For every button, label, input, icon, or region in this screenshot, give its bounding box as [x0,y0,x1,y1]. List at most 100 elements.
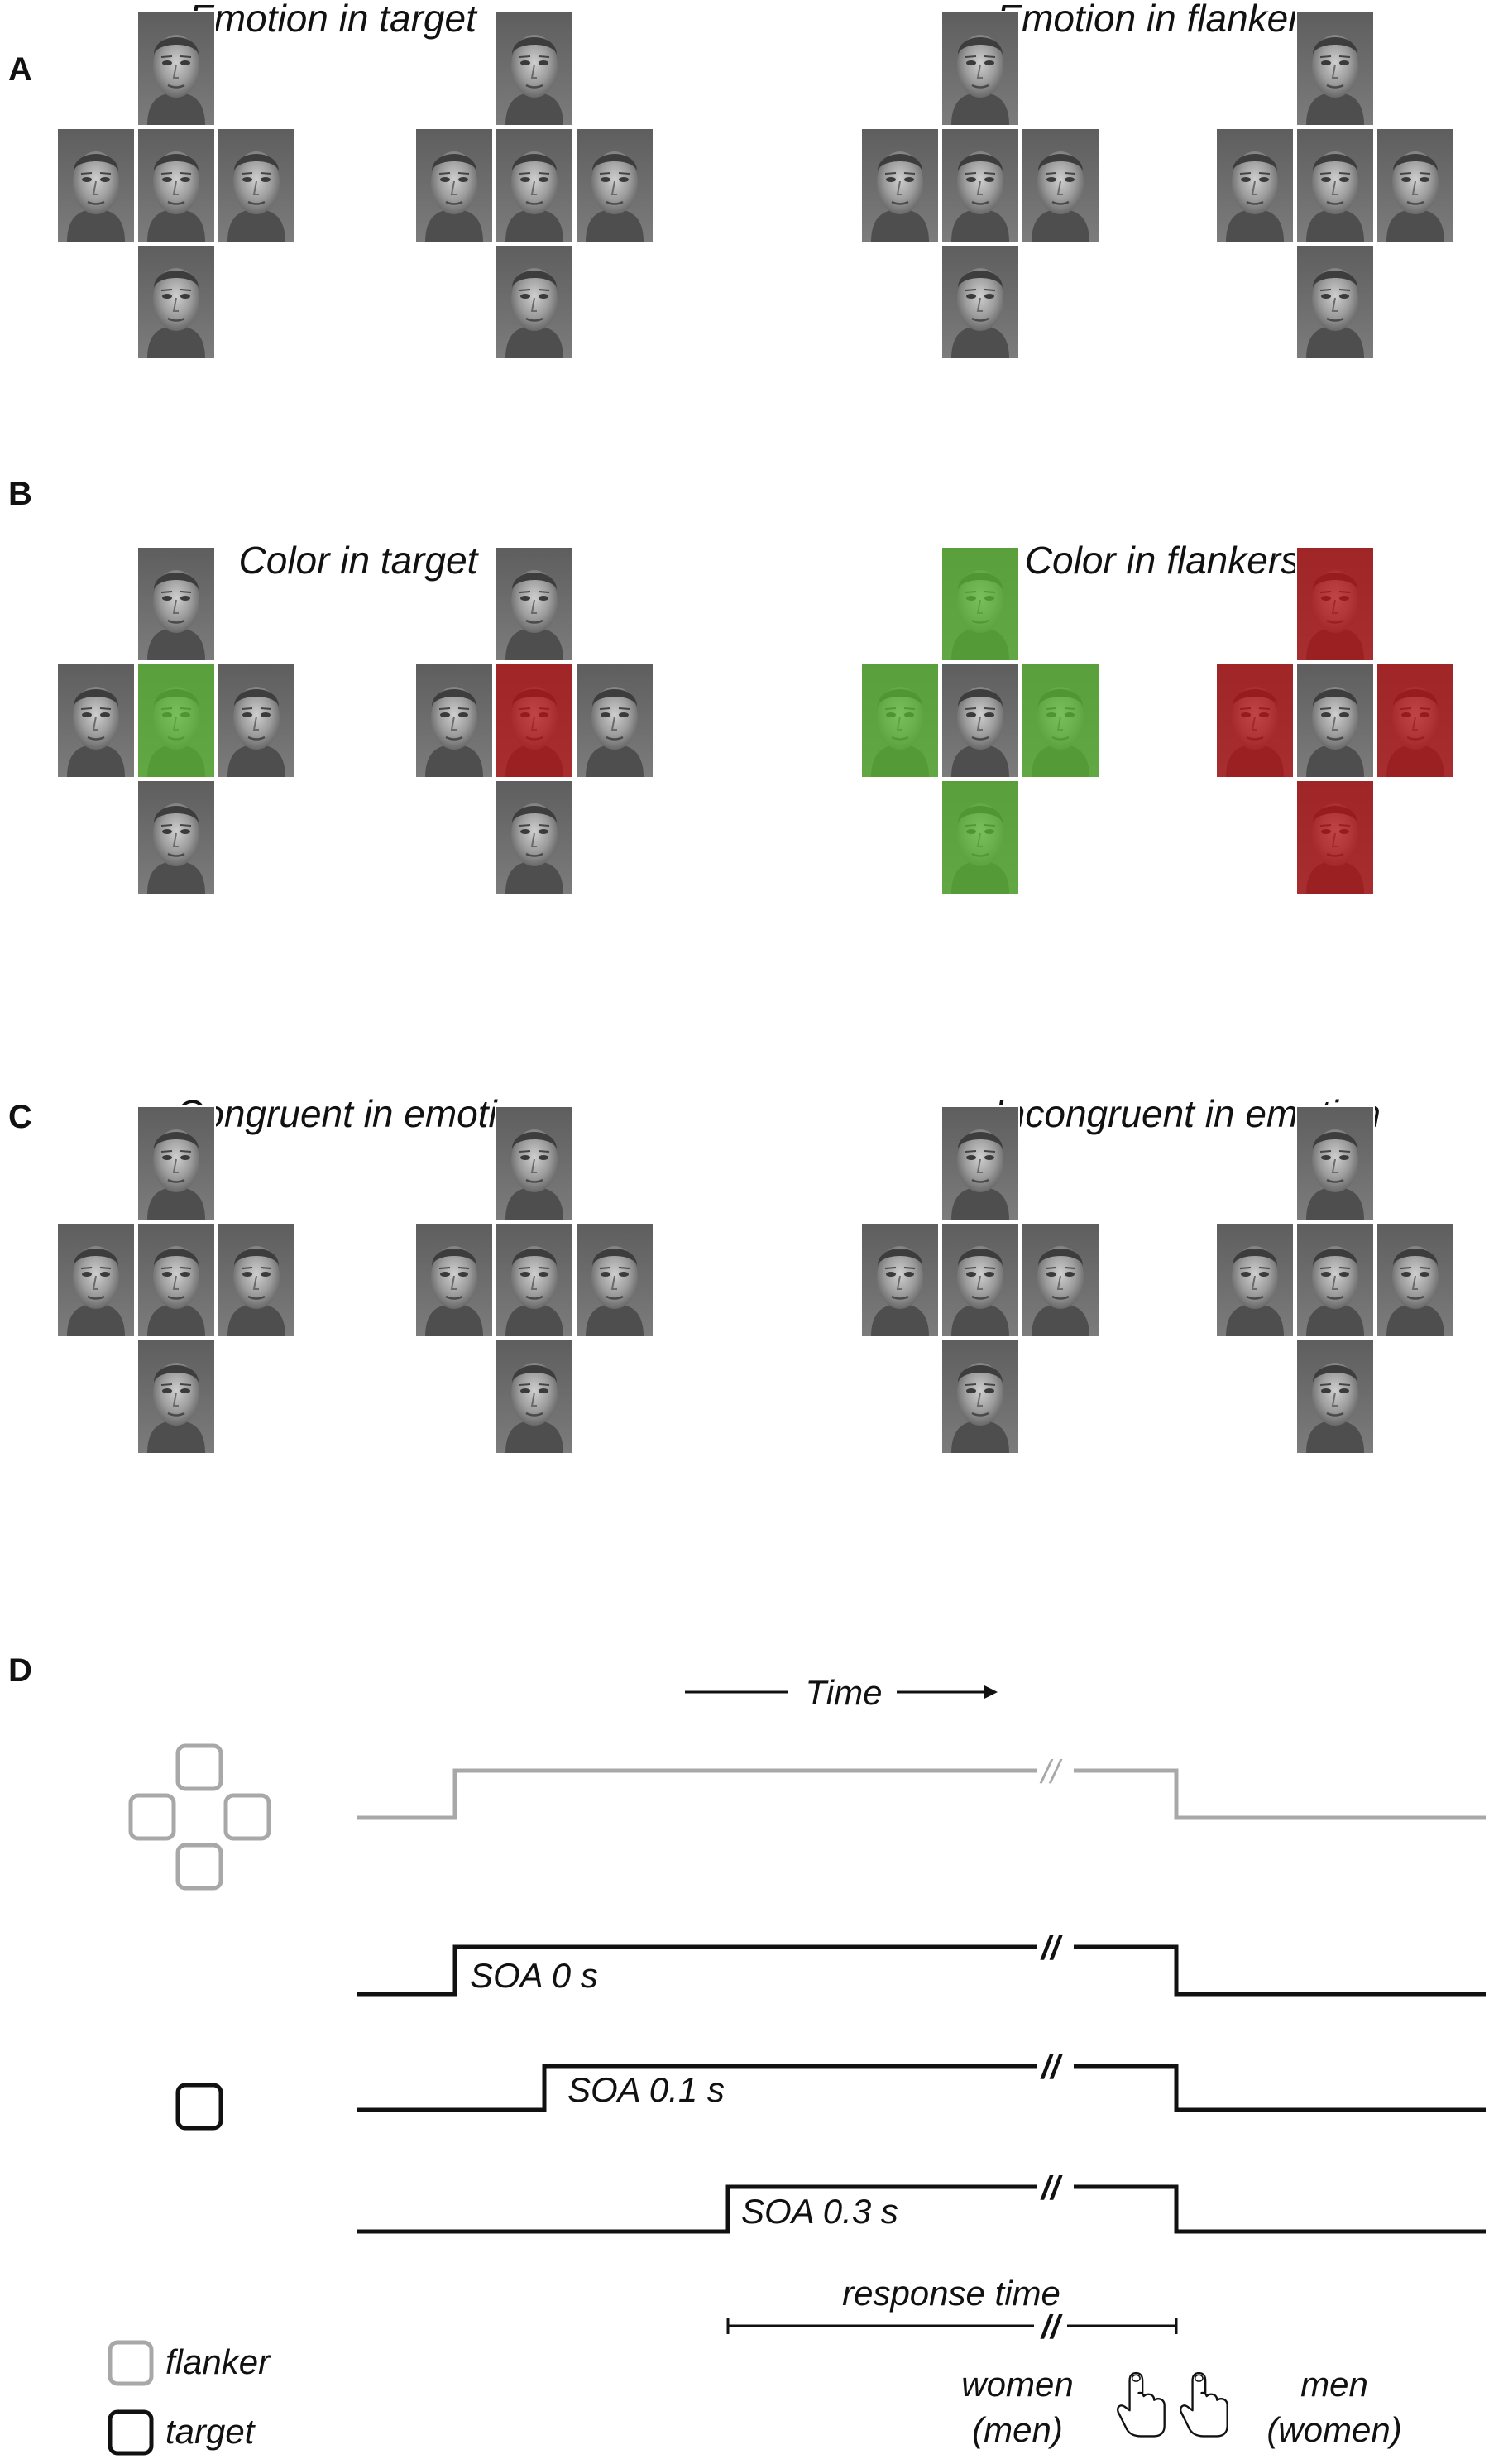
soa-label-1: SOA 0.1 s [567,2070,725,2109]
face-frame [860,663,940,779]
color-tint-overlay [1022,664,1099,778]
face-photo-icon [136,10,217,127]
men-label: men [1300,2365,1368,2404]
face-photo-icon [1375,1221,1456,1339]
panel-b-letter: B [8,476,32,512]
face-photo-icon [136,545,217,663]
panel-d-letter: D [8,1652,32,1689]
face-cross-grid: I [1214,10,1456,361]
face-photo-icon [940,243,1021,361]
flanker-break-mark: // [1039,1754,1063,1790]
face-photo-icon [136,1221,217,1339]
panel-b-left-title: Color in target [239,539,480,582]
face-photo-icon [859,1221,941,1339]
soa-label-0: SOA 0 s [470,1956,598,1995]
face-frame [1021,1222,1100,1338]
face-photo-icon [55,662,136,779]
face-frame [1215,127,1295,243]
panel-c-left-title: Congruent in emotion [175,1092,539,1135]
face-frame [136,1339,216,1455]
face-photo-icon [940,1105,1021,1222]
women-alt-label: (men) [972,2410,1063,2449]
face-photo-icon [216,662,297,779]
face-cross-grid: C [859,545,1101,896]
face-frame [414,127,494,243]
face-photo-icon [1295,1221,1376,1339]
target-timeline-soa-0-3: SOA 0.3 s // [357,2170,1486,2234]
face-photo-icon [574,127,655,244]
color-tint-overlay [496,664,573,778]
time-label: Time [806,1673,883,1712]
panel-c-letter: C [8,1099,32,1135]
face-frame [495,11,574,127]
face-frame [136,663,216,779]
face-frame [56,1222,136,1338]
response-break-mark: // [1040,2309,1063,2346]
face-frame [495,1339,574,1455]
face-frame [1295,546,1375,662]
face-photo-icon [1295,1105,1376,1222]
face-frame [495,663,574,779]
face-photo-icon [1214,127,1295,244]
face-frame [136,1105,216,1221]
face-frame [1295,779,1375,895]
face-frame [941,779,1020,895]
face-cross-grid: I [414,545,655,896]
color-tint-overlay [1296,547,1374,661]
face-photo-icon [859,127,941,244]
face-photo-icon [55,1221,136,1339]
break-mark-1: // [1040,2049,1063,2086]
face-frame [1295,1105,1375,1221]
target-square-icon [108,2409,154,2456]
face-photo-icon [216,127,297,244]
face-photo-icon [136,127,217,244]
face-frame [217,1222,296,1338]
face-cross-grid: I [414,10,655,361]
face-photo-icon [55,127,136,244]
face-frame [941,663,1020,779]
target-timeline-soa-0-1: SOA 0.1 s // [357,2049,1486,2112]
face-frame [941,1105,1020,1221]
face-cross-grid: C [55,10,297,361]
face-photo-icon [940,127,1021,244]
face-photo-icon [940,10,1021,127]
face-frame [495,244,574,360]
face-photo-icon [940,1221,1021,1339]
face-frame [941,1339,1020,1455]
face-photo-icon [1020,1221,1101,1339]
legend-target-label: target [165,2412,256,2451]
panel-b-right-title: Color in flankers [1025,539,1300,582]
face-photo-icon [136,243,217,361]
face-frame [941,11,1020,127]
color-tint-overlay [1296,780,1374,894]
face-frame [495,779,574,895]
face-photo-icon [414,662,495,779]
face-frame [495,546,574,662]
face-frame [495,1222,574,1338]
break-mark-2: // [1040,2170,1063,2207]
face-frame [414,1222,494,1338]
face-frame [1021,127,1100,243]
face-frame [941,546,1020,662]
face-frame [217,663,296,779]
face-photo-icon [494,10,575,127]
face-photo-icon [1295,662,1376,779]
face-frame [941,244,1020,360]
response-keys: women (men) men (women) [961,2365,1401,2449]
face-frame [941,1222,1020,1338]
face-photo-icon [494,779,575,896]
face-frame [1021,663,1100,779]
response-time-label: response time [842,2274,1060,2313]
time-axis: Time [685,1673,998,1712]
face-photo-icon [494,127,575,244]
response-time-bracket: response time // [726,2274,1178,2346]
face-cross-grid: C [55,545,297,896]
face-photo-icon [414,1221,495,1339]
face-grids: CICICICICICI [55,10,1456,1455]
face-frame [1376,127,1455,243]
face-frame [1295,663,1375,779]
face-frame [136,244,216,360]
face-frame [1215,1222,1295,1338]
face-photo-icon [1214,1221,1295,1339]
